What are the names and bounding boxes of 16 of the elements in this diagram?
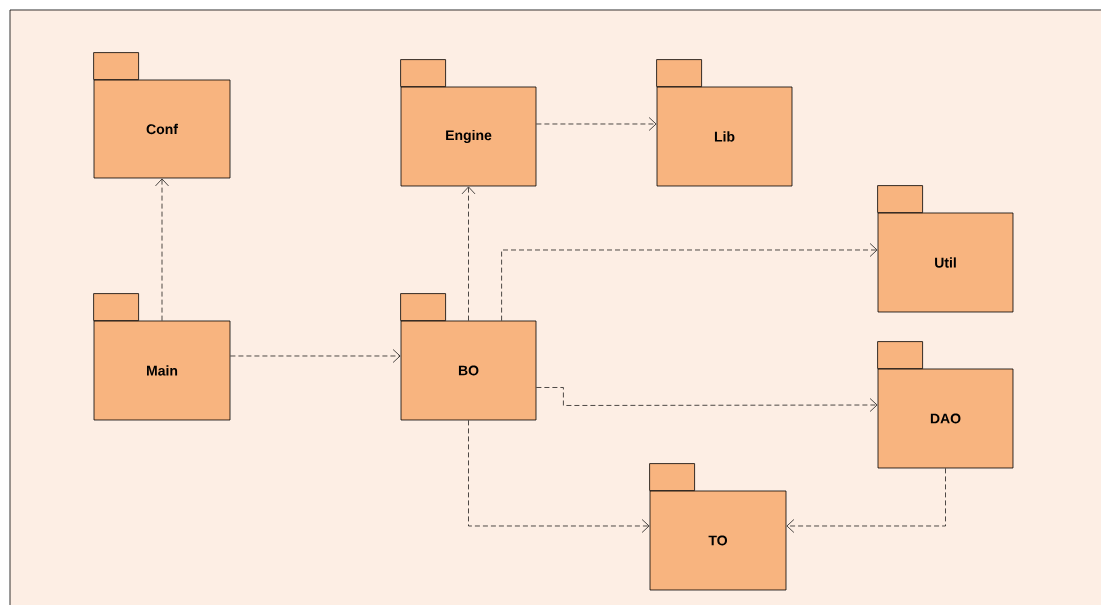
package-box: Util [877, 185, 1014, 313]
package-box: BO [400, 293, 537, 421]
package-box: Engine [400, 59, 537, 187]
package-box: Lib [656, 59, 793, 187]
dependency-arrow [786, 468, 946, 533]
dependency-arrow [461, 186, 476, 321]
dependency-arrow [536, 387, 878, 412]
package-box: TO [649, 463, 787, 591]
dependency-arrow [468, 420, 650, 533]
dependency-arrow [230, 349, 401, 363]
dependency-arrow [536, 117, 657, 131]
package-box: Conf [93, 52, 231, 179]
dependency-arrow [501, 243, 878, 321]
dependency-arrow [155, 178, 169, 321]
package-box: Main [93, 293, 231, 421]
package-box: DAO [877, 341, 1014, 469]
